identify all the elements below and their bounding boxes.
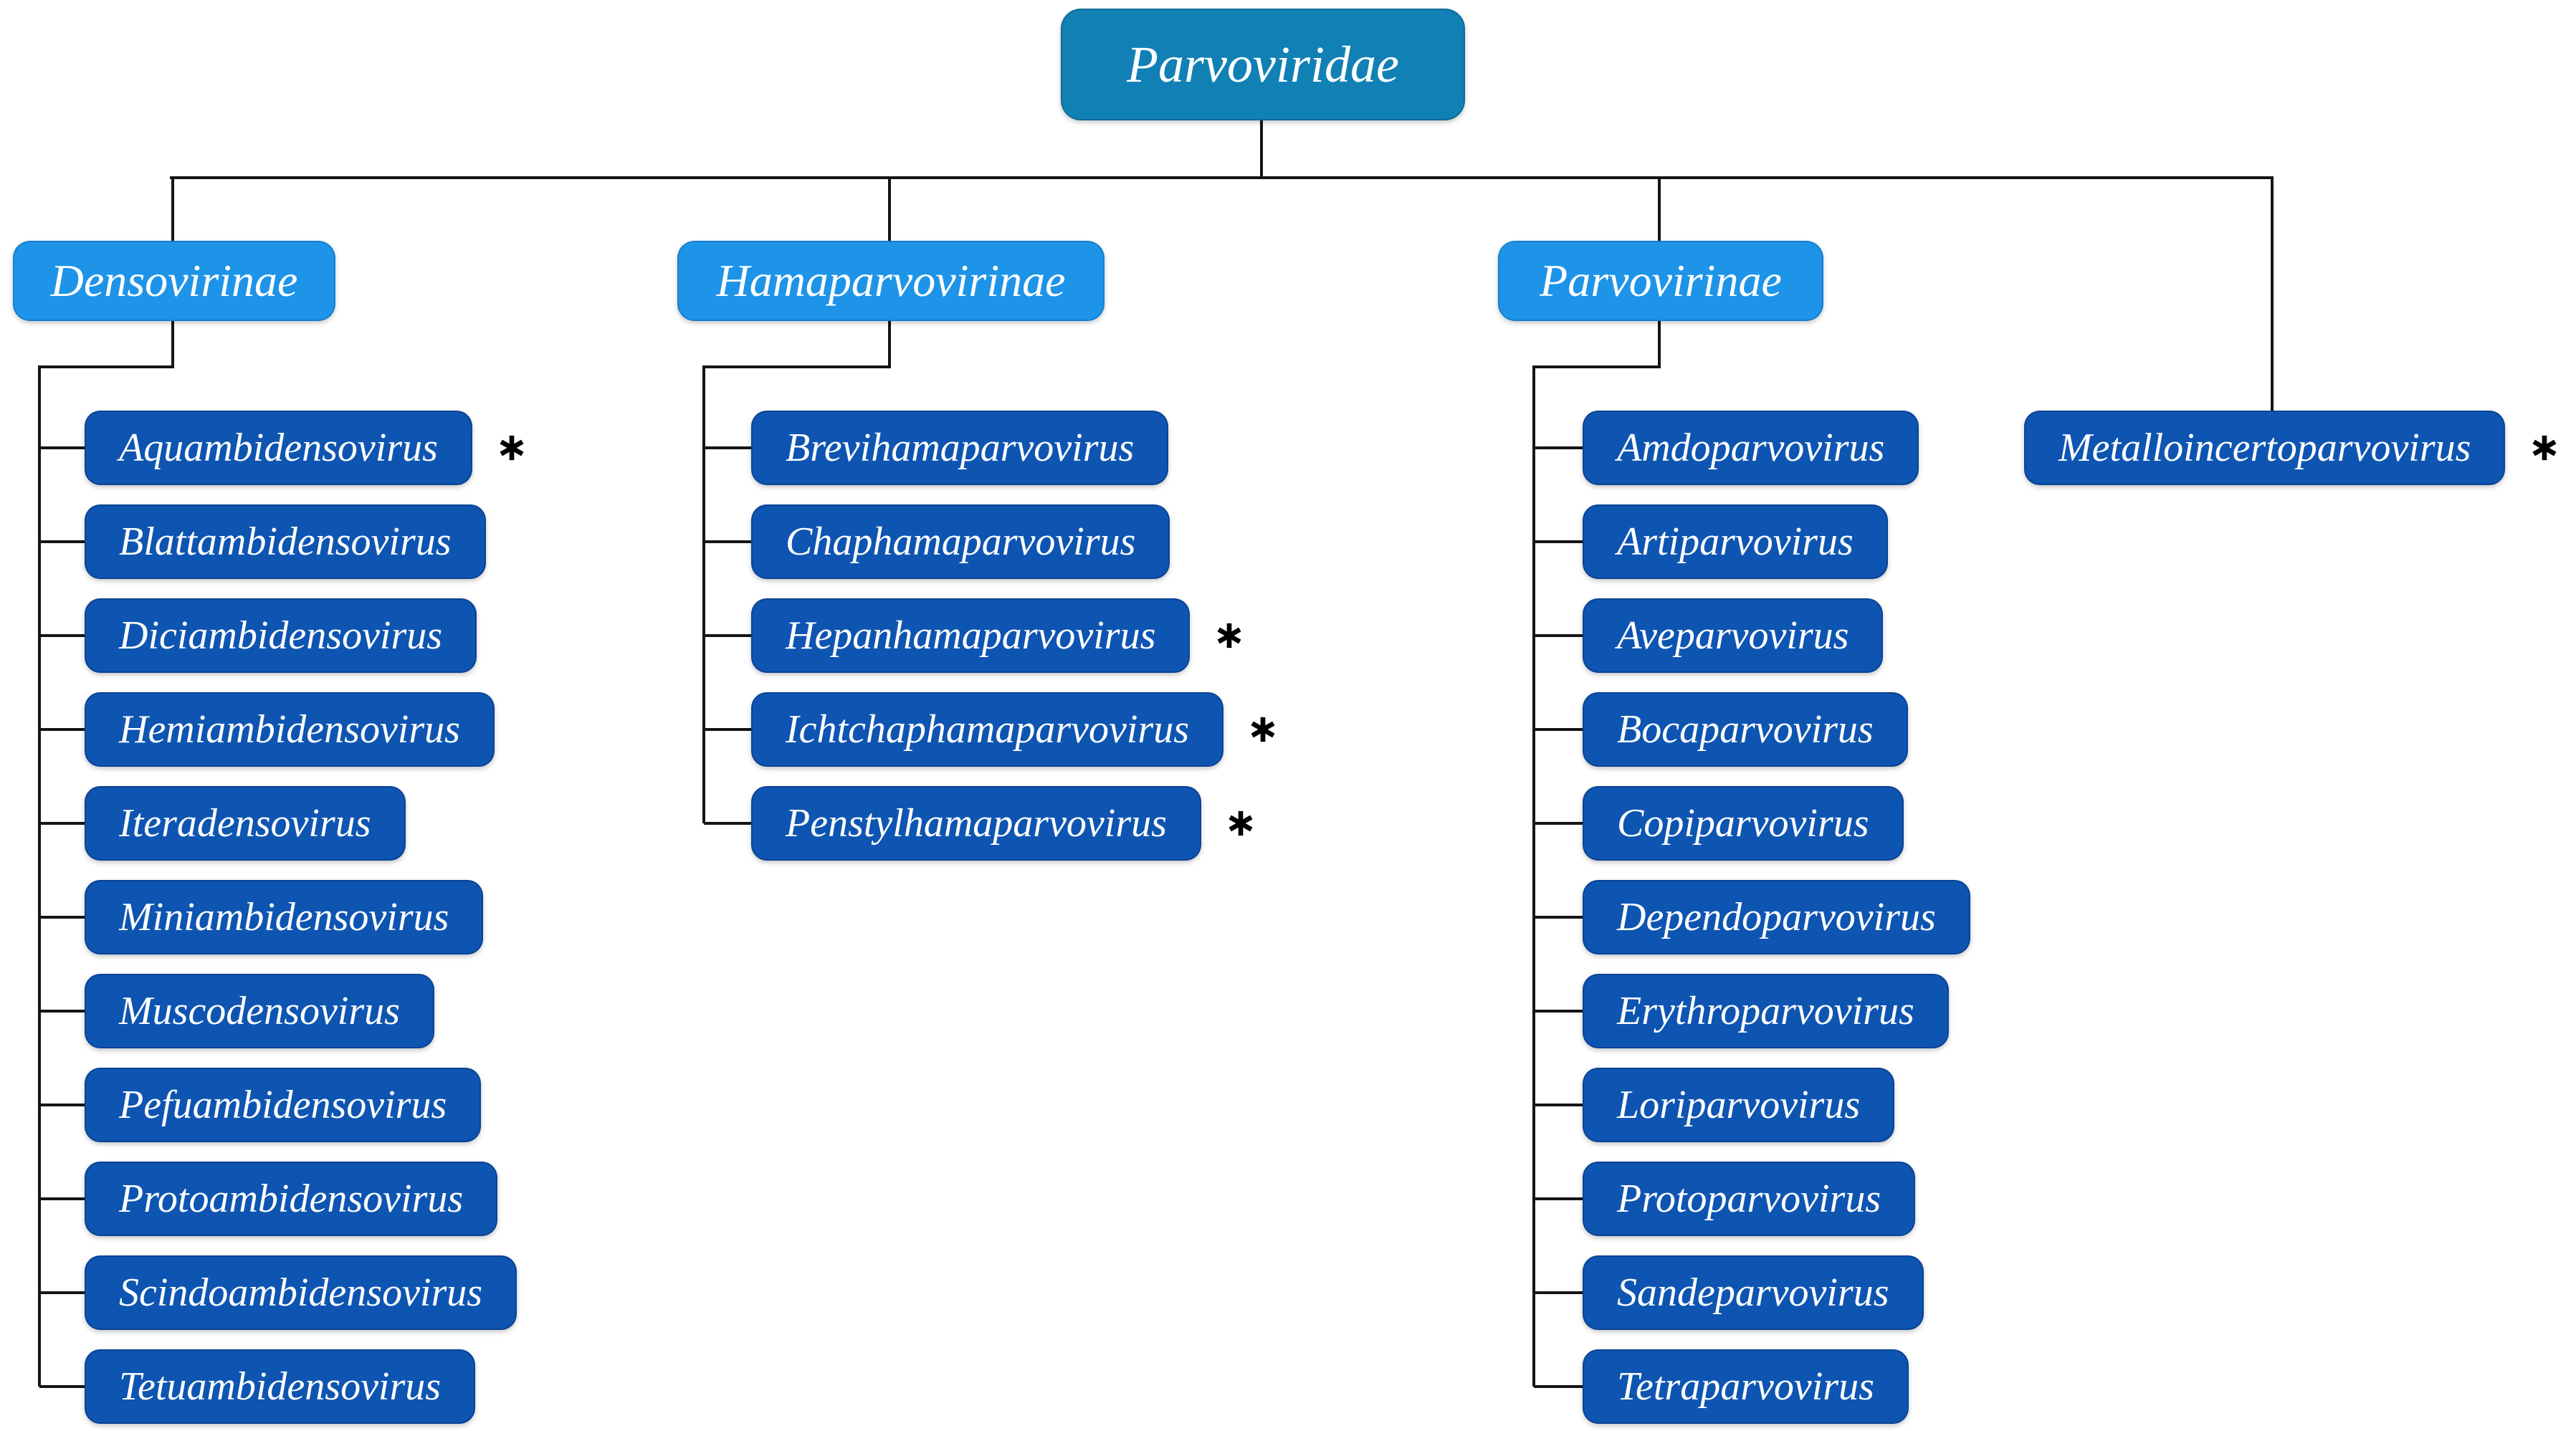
- genus-row: Artiparvovirus: [1583, 504, 1888, 579]
- genus-row: Sandeparvovirus: [1583, 1255, 1924, 1330]
- genus-label: Tetuambidensovirus: [119, 1364, 442, 1409]
- genus-node: Artiparvovirus: [1583, 504, 1888, 579]
- genus-node: Loriparvovirus: [1583, 1068, 1895, 1142]
- genus-node: Blattambidensovirus: [85, 504, 486, 579]
- genus-row: Iteradensovirus: [85, 786, 406, 861]
- genus-label: Scindoambidensovirus: [119, 1270, 483, 1315]
- genus-row: Brevihamaparvovirus: [751, 411, 1169, 485]
- genus-row: Blattambidensovirus: [85, 504, 486, 579]
- genus-label: Sandeparvovirus: [1617, 1270, 1889, 1315]
- genus-node: Bocaparvovirus: [1583, 692, 1908, 767]
- genus-row: Miniambidensovirus: [85, 880, 484, 954]
- genus-row: Hemiambidensovirus: [85, 692, 495, 767]
- genus-row: Pefuambidensovirus: [85, 1068, 482, 1142]
- asterisk-icon: [1227, 810, 1254, 837]
- genus-label: Metalloincertoparvovirus: [2059, 426, 2471, 470]
- genus-node: Penstylhamaparvovirus: [751, 786, 1201, 861]
- subfamily-label: Parvovirinae: [1540, 255, 1782, 306]
- genus-label: Bocaparvovirus: [1617, 707, 1874, 752]
- genus-row: Loriparvovirus: [1583, 1068, 1895, 1142]
- genus-row: Aveparvovirus: [1583, 598, 1884, 673]
- genus-label: Chaphamaparvovirus: [786, 520, 1136, 564]
- genus-label: Protoparvovirus: [1617, 1177, 1881, 1221]
- genus-node: Erythroparvovirus: [1583, 974, 1949, 1048]
- genus-node: Sandeparvovirus: [1583, 1255, 1924, 1330]
- genus-node: Hepanhamaparvovirus: [751, 598, 1191, 673]
- genus-node: Copiparvovirus: [1583, 786, 1904, 861]
- family-node: Parvoviridae: [1061, 9, 1465, 120]
- genus-node: Tetraparvovirus: [1583, 1349, 1909, 1424]
- genus-label: Iteradensovirus: [119, 801, 371, 846]
- genus-row: Tetuambidensovirus: [85, 1349, 476, 1424]
- genus-label: Blattambidensovirus: [119, 520, 452, 564]
- genus-node: Iteradensovirus: [85, 786, 406, 861]
- genus-node: Metalloincertoparvovirus: [2024, 411, 2506, 485]
- genus-row: Bocaparvovirus: [1583, 692, 1908, 767]
- genus-label: Miniambidensovirus: [119, 895, 449, 939]
- genus-node: Chaphamaparvovirus: [751, 504, 1170, 579]
- genus-row: Chaphamaparvovirus: [751, 504, 1170, 579]
- genus-label: Dependoparvovirus: [1617, 895, 1936, 939]
- genus-node: Hemiambidensovirus: [85, 692, 495, 767]
- subfamily-node-hamaparvovirinae: Hamaparvovirinae: [677, 241, 1105, 321]
- subfamily-label: Densovirinae: [50, 255, 298, 306]
- genus-row: Protoparvovirus: [1583, 1162, 1916, 1236]
- genus-row: Dependoparvovirus: [1583, 880, 1970, 954]
- subfamily-label: Hamaparvovirinae: [716, 255, 1066, 306]
- genus-node: Diciambidensovirus: [85, 598, 477, 673]
- subfamily-node-densovirinae: Densovirinae: [13, 241, 335, 321]
- genus-label: Hemiambidensovirus: [119, 707, 460, 752]
- genus-row: Diciambidensovirus: [85, 598, 477, 673]
- genus-label: Ichtchaphamaparvovirus: [786, 707, 1190, 752]
- genus-label: Penstylhamaparvovirus: [786, 801, 1167, 846]
- genus-label: Hepanhamaparvovirus: [786, 613, 1156, 658]
- genus-label: Copiparvovirus: [1617, 801, 1869, 846]
- genus-row: Penstylhamaparvovirus: [751, 786, 1254, 861]
- genus-node: Miniambidensovirus: [85, 880, 484, 954]
- asterisk-icon: [498, 434, 525, 461]
- genus-node: Aveparvovirus: [1583, 598, 1884, 673]
- genus-label: Muscodensovirus: [119, 989, 400, 1033]
- genus-label: Loriparvovirus: [1617, 1083, 1861, 1127]
- genus-row: Erythroparvovirus: [1583, 974, 1949, 1048]
- genus-node: Aquambidensovirus: [85, 411, 472, 485]
- tree-connector-path: [38, 115, 2274, 1388]
- genus-label: Artiparvovirus: [1617, 520, 1854, 564]
- genus-label: Diciambidensovirus: [119, 613, 443, 658]
- asterisk-icon: [1249, 716, 1277, 743]
- genus-node: Pefuambidensovirus: [85, 1068, 482, 1142]
- genus-node: Amdoparvovirus: [1583, 411, 1919, 485]
- genus-node: Protoambidensovirus: [85, 1162, 498, 1236]
- genus-label: Aveparvovirus: [1617, 613, 1849, 658]
- genus-node: Scindoambidensovirus: [85, 1255, 517, 1330]
- subfamily-node-parvovirinae: Parvovirinae: [1498, 241, 1823, 321]
- genus-row: Amdoparvovirus: [1583, 411, 1919, 485]
- genus-node: Protoparvovirus: [1583, 1162, 1916, 1236]
- genus-label: Protoambidensovirus: [119, 1177, 464, 1221]
- genus-row: Copiparvovirus: [1583, 786, 1904, 861]
- genus-row: Ichtchaphamaparvovirus: [751, 692, 1277, 767]
- asterisk-icon: [1216, 622, 1243, 649]
- genus-row: Hepanhamaparvovirus: [751, 598, 1243, 673]
- genus-node: Tetuambidensovirus: [85, 1349, 476, 1424]
- genus-node: Ichtchaphamaparvovirus: [751, 692, 1224, 767]
- genus-row: Protoambidensovirus: [85, 1162, 498, 1236]
- genus-node: Brevihamaparvovirus: [751, 411, 1169, 485]
- asterisk-icon: [2531, 434, 2558, 461]
- genus-label: Pefuambidensovirus: [119, 1083, 447, 1127]
- genus-row: Muscodensovirus: [85, 974, 434, 1048]
- genus-label: Tetraparvovirus: [1617, 1364, 1874, 1409]
- genus-row: Metalloincertoparvovirus: [2024, 411, 2558, 485]
- genus-row: Scindoambidensovirus: [85, 1255, 517, 1330]
- genus-row: Tetraparvovirus: [1583, 1349, 1909, 1424]
- genus-node: Muscodensovirus: [85, 974, 434, 1048]
- genus-label: Amdoparvovirus: [1617, 426, 1885, 470]
- genus-label: Aquambidensovirus: [119, 426, 438, 470]
- genus-node: Dependoparvovirus: [1583, 880, 1970, 954]
- genus-label: Erythroparvovirus: [1617, 989, 1914, 1033]
- genus-row: Aquambidensovirus: [85, 411, 525, 485]
- genus-label: Brevihamaparvovirus: [786, 426, 1135, 470]
- family-label: Parvoviridae: [1127, 35, 1399, 93]
